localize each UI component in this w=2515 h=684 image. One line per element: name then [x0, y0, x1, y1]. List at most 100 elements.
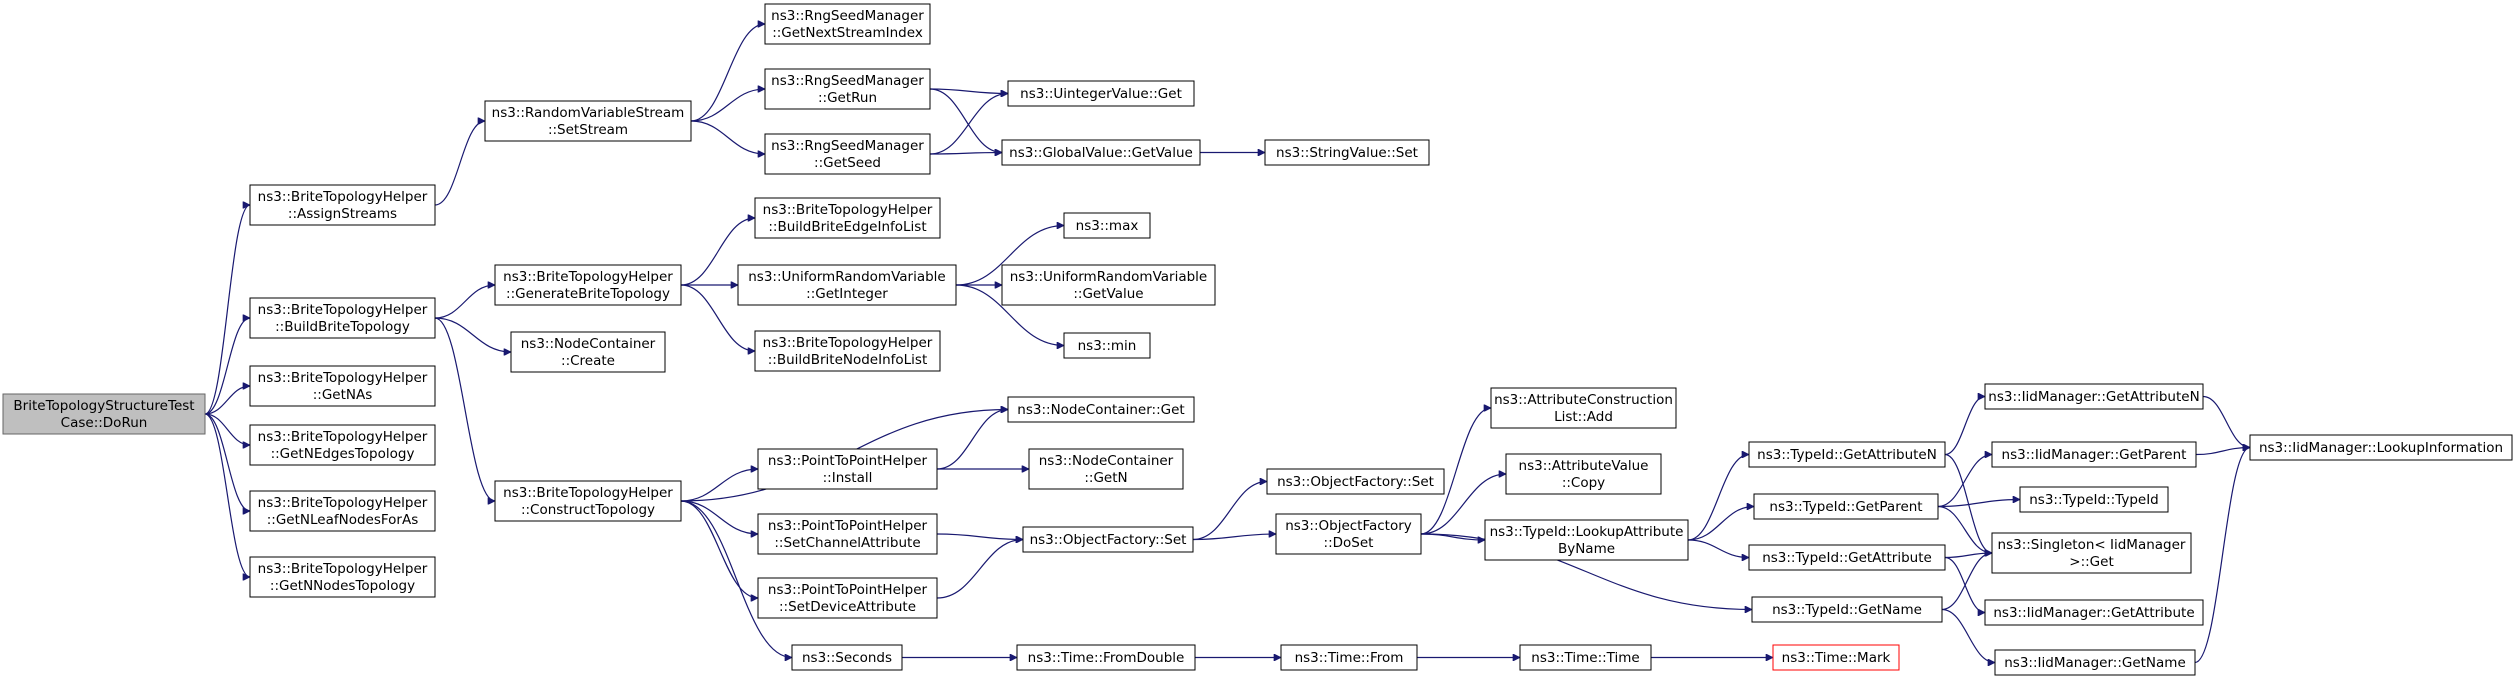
node-label: ns3::BriteTopologyHelper	[258, 370, 428, 386]
node-singleton-get[interactable]: ns3::Singleton< IidManager >::Get	[1991, 532, 2192, 574]
node-tid-get-parent[interactable]: ns3::TypeId::GetParent	[1753, 493, 1939, 520]
node-time-time[interactable]: ns3::Time::Time	[1519, 644, 1652, 671]
node-iid-get-attr[interactable]: ns3::IidManager::GetAttribute	[1984, 599, 2204, 626]
edge-get-run-to-gv-get-value	[929, 88, 1002, 153]
node-label: ns3::TypeId::LookupAttribute	[1490, 524, 1684, 540]
node-box	[249, 365, 436, 407]
node-of-set-top[interactable]: ns3::ObjectFactory::Set	[1266, 468, 1445, 495]
node-construct[interactable]: ns3::BriteTopologyHelper::ConstructTopol…	[494, 480, 682, 522]
node-iid-get-attr-n[interactable]: ns3::IidManager::GetAttributeN	[1984, 383, 2204, 410]
node-nc-create[interactable]: ns3::NodeContainer::Create	[510, 331, 666, 373]
node-nc-get[interactable]: ns3::NodeContainer::Get	[1007, 396, 1195, 423]
node-build-node[interactable]: ns3::BriteTopologyHelper::BuildBriteNode…	[754, 330, 941, 372]
node-time-from-double[interactable]: ns3::Time::FromDouble	[1016, 644, 1196, 671]
node-p2p-device[interactable]: ns3::PointToPointHelper::SetDeviceAttrib…	[757, 577, 938, 619]
edge-root-to-get-nas	[204, 386, 250, 415]
node-get-run[interactable]: ns3::RngSeedManager::GetRun	[764, 68, 931, 110]
node-get-integer[interactable]: ns3::UniformRandomVariable::GetInteger	[737, 264, 957, 306]
node-label: ::SetStream	[548, 122, 628, 138]
edge-root-to-get-nleaf	[204, 413, 250, 511]
node-build-edge[interactable]: ns3::BriteTopologyHelper::BuildBriteEdge…	[754, 197, 941, 239]
node-box	[1994, 649, 2196, 676]
node-get-next-stream[interactable]: ns3::RngSeedManager::GetNextStreamIndex	[764, 3, 931, 45]
node-label: ns3::GlobalValue::GetValue	[1009, 145, 1193, 161]
node-box	[494, 480, 682, 522]
node-nc-get-n[interactable]: ns3::NodeContainer::GetN	[1028, 448, 1184, 490]
node-label: ns3::RngSeedManager	[771, 138, 924, 154]
node-p2p-install[interactable]: ns3::PointToPointHelper::Install	[757, 448, 938, 490]
node-box	[1748, 544, 1946, 571]
node-box	[1772, 644, 1900, 671]
node-label: ns3::StringValue::Set	[1276, 145, 1418, 161]
node-label: ::GetN	[1084, 470, 1127, 486]
edge-root-to-get-nedges	[204, 413, 250, 445]
node-label: ns3::PointToPointHelper	[768, 518, 928, 534]
node-uint-get[interactable]: ns3::UintegerValue::Get	[1007, 80, 1195, 107]
edge-p2p-install-to-nc-get	[936, 410, 1008, 470]
node-p2p-channel[interactable]: ns3::PointToPointHelper::SetChannelAttri…	[757, 513, 938, 555]
edge-tid-get-parent-to-iid-get-parent	[1937, 455, 1992, 508]
node-time-mark[interactable]: ns3::Time::Mark	[1772, 644, 1900, 671]
edge-tid-get-parent-to-singleton-get	[1937, 505, 1992, 554]
node-av-copy[interactable]: ns3::AttributeValue::Copy	[1505, 453, 1662, 495]
node-label: BriteTopologyStructureTest	[13, 398, 194, 414]
node-box	[494, 264, 682, 306]
node-gv-get-value[interactable]: ns3::GlobalValue::GetValue	[1001, 139, 1201, 166]
node-get-nnodes[interactable]: ns3::BriteTopologyHelper::GetNNodesTopol…	[249, 556, 436, 598]
node-build-brite[interactable]: ns3::BriteTopologyHelper::BuildBriteTopo…	[249, 297, 436, 339]
node-box	[1280, 644, 1418, 671]
node-label: ::GetNLeafNodesForAs	[267, 512, 419, 528]
node-box	[1266, 468, 1445, 495]
node-label: ns3::NodeContainer	[521, 336, 656, 352]
node-box	[510, 331, 666, 373]
node-box	[757, 577, 938, 619]
node-of-do-set[interactable]: ns3::ObjectFactory::DoSet	[1275, 513, 1422, 555]
node-box	[1063, 212, 1151, 239]
edge-get-run-to-uint-get	[929, 88, 1008, 94]
node-get-nedges[interactable]: ns3::BriteTopologyHelper::GetNEdgesTopol…	[249, 424, 436, 466]
node-label: ns3::AttributeConstruction	[1494, 392, 1673, 408]
node-urv-get-value[interactable]: ns3::UniformRandomVariable::GetValue	[1001, 264, 1216, 306]
node-label: ::GetNextStreamIndex	[772, 25, 923, 41]
node-assign-streams[interactable]: ns3::BriteTopologyHelper::AssignStreams	[249, 184, 436, 226]
node-min[interactable]: ns3::min	[1063, 332, 1151, 359]
edge-tid-get-parent-to-tid-type-id	[1937, 500, 2020, 508]
node-max[interactable]: ns3::max	[1063, 212, 1151, 239]
node-tid-get-attr[interactable]: ns3::TypeId::GetAttribute	[1748, 544, 1946, 571]
node-get-seed[interactable]: ns3::RngSeedManager::GetSeed	[764, 133, 931, 175]
node-box	[1264, 139, 1430, 166]
node-tid-get-attr-n[interactable]: ns3::TypeId::GetAttributeN	[1748, 441, 1946, 468]
node-box	[2249, 434, 2513, 461]
node-label: ::DoSet	[1324, 535, 1374, 551]
node-label: ns3::BriteTopologyHelper	[503, 269, 673, 285]
edge-lookup-by-name-to-tid-get-attr	[1687, 539, 1749, 558]
node-label: ns3::Time::FromDouble	[1028, 650, 1185, 666]
node-set-stream[interactable]: ns3::RandomVariableStream::SetStream	[484, 100, 692, 142]
node-of-set[interactable]: ns3::ObjectFactory::Set	[1022, 526, 1194, 553]
node-label: ns3::NodeContainer::Get	[1017, 402, 1184, 418]
node-iid-get-name[interactable]: ns3::IidManager::GetName	[1994, 649, 2196, 676]
node-tid-get-name[interactable]: ns3::TypeId::GetName	[1751, 596, 1943, 623]
node-box	[1063, 332, 1151, 359]
node-box	[249, 490, 436, 532]
node-sv-set[interactable]: ns3::StringValue::Set	[1264, 139, 1430, 166]
node-iid-get-parent[interactable]: ns3::IidManager::GetParent	[1991, 441, 2197, 468]
node-tid-type-id[interactable]: ns3::TypeId::TypeId	[2019, 486, 2169, 513]
node-label: ns3::PointToPointHelper	[768, 582, 928, 598]
node-label: ::GetNNodesTopology	[270, 578, 415, 594]
node-box	[754, 197, 941, 239]
node-get-nas[interactable]: ns3::BriteTopologyHelper::GetNAs	[249, 365, 436, 407]
node-time-from[interactable]: ns3::Time::From	[1280, 644, 1418, 671]
node-label: ns3::min	[1078, 338, 1137, 354]
node-gen-brite[interactable]: ns3::BriteTopologyHelper::GenerateBriteT…	[494, 264, 682, 306]
node-seconds[interactable]: ns3::Seconds	[791, 644, 903, 671]
node-label: ns3::TypeId::TypeId	[2029, 492, 2159, 508]
node-label: ns3::BriteTopologyHelper	[258, 495, 428, 511]
node-get-nleaf[interactable]: ns3::BriteTopologyHelper::GetNLeafNodesF…	[249, 490, 436, 532]
node-label: ns3::ObjectFactory	[1285, 518, 1412, 534]
node-label: ::BuildBriteNodeInfoList	[768, 352, 928, 368]
node-iid-lookup[interactable]: ns3::IidManager::LookupInformation	[2249, 434, 2513, 461]
